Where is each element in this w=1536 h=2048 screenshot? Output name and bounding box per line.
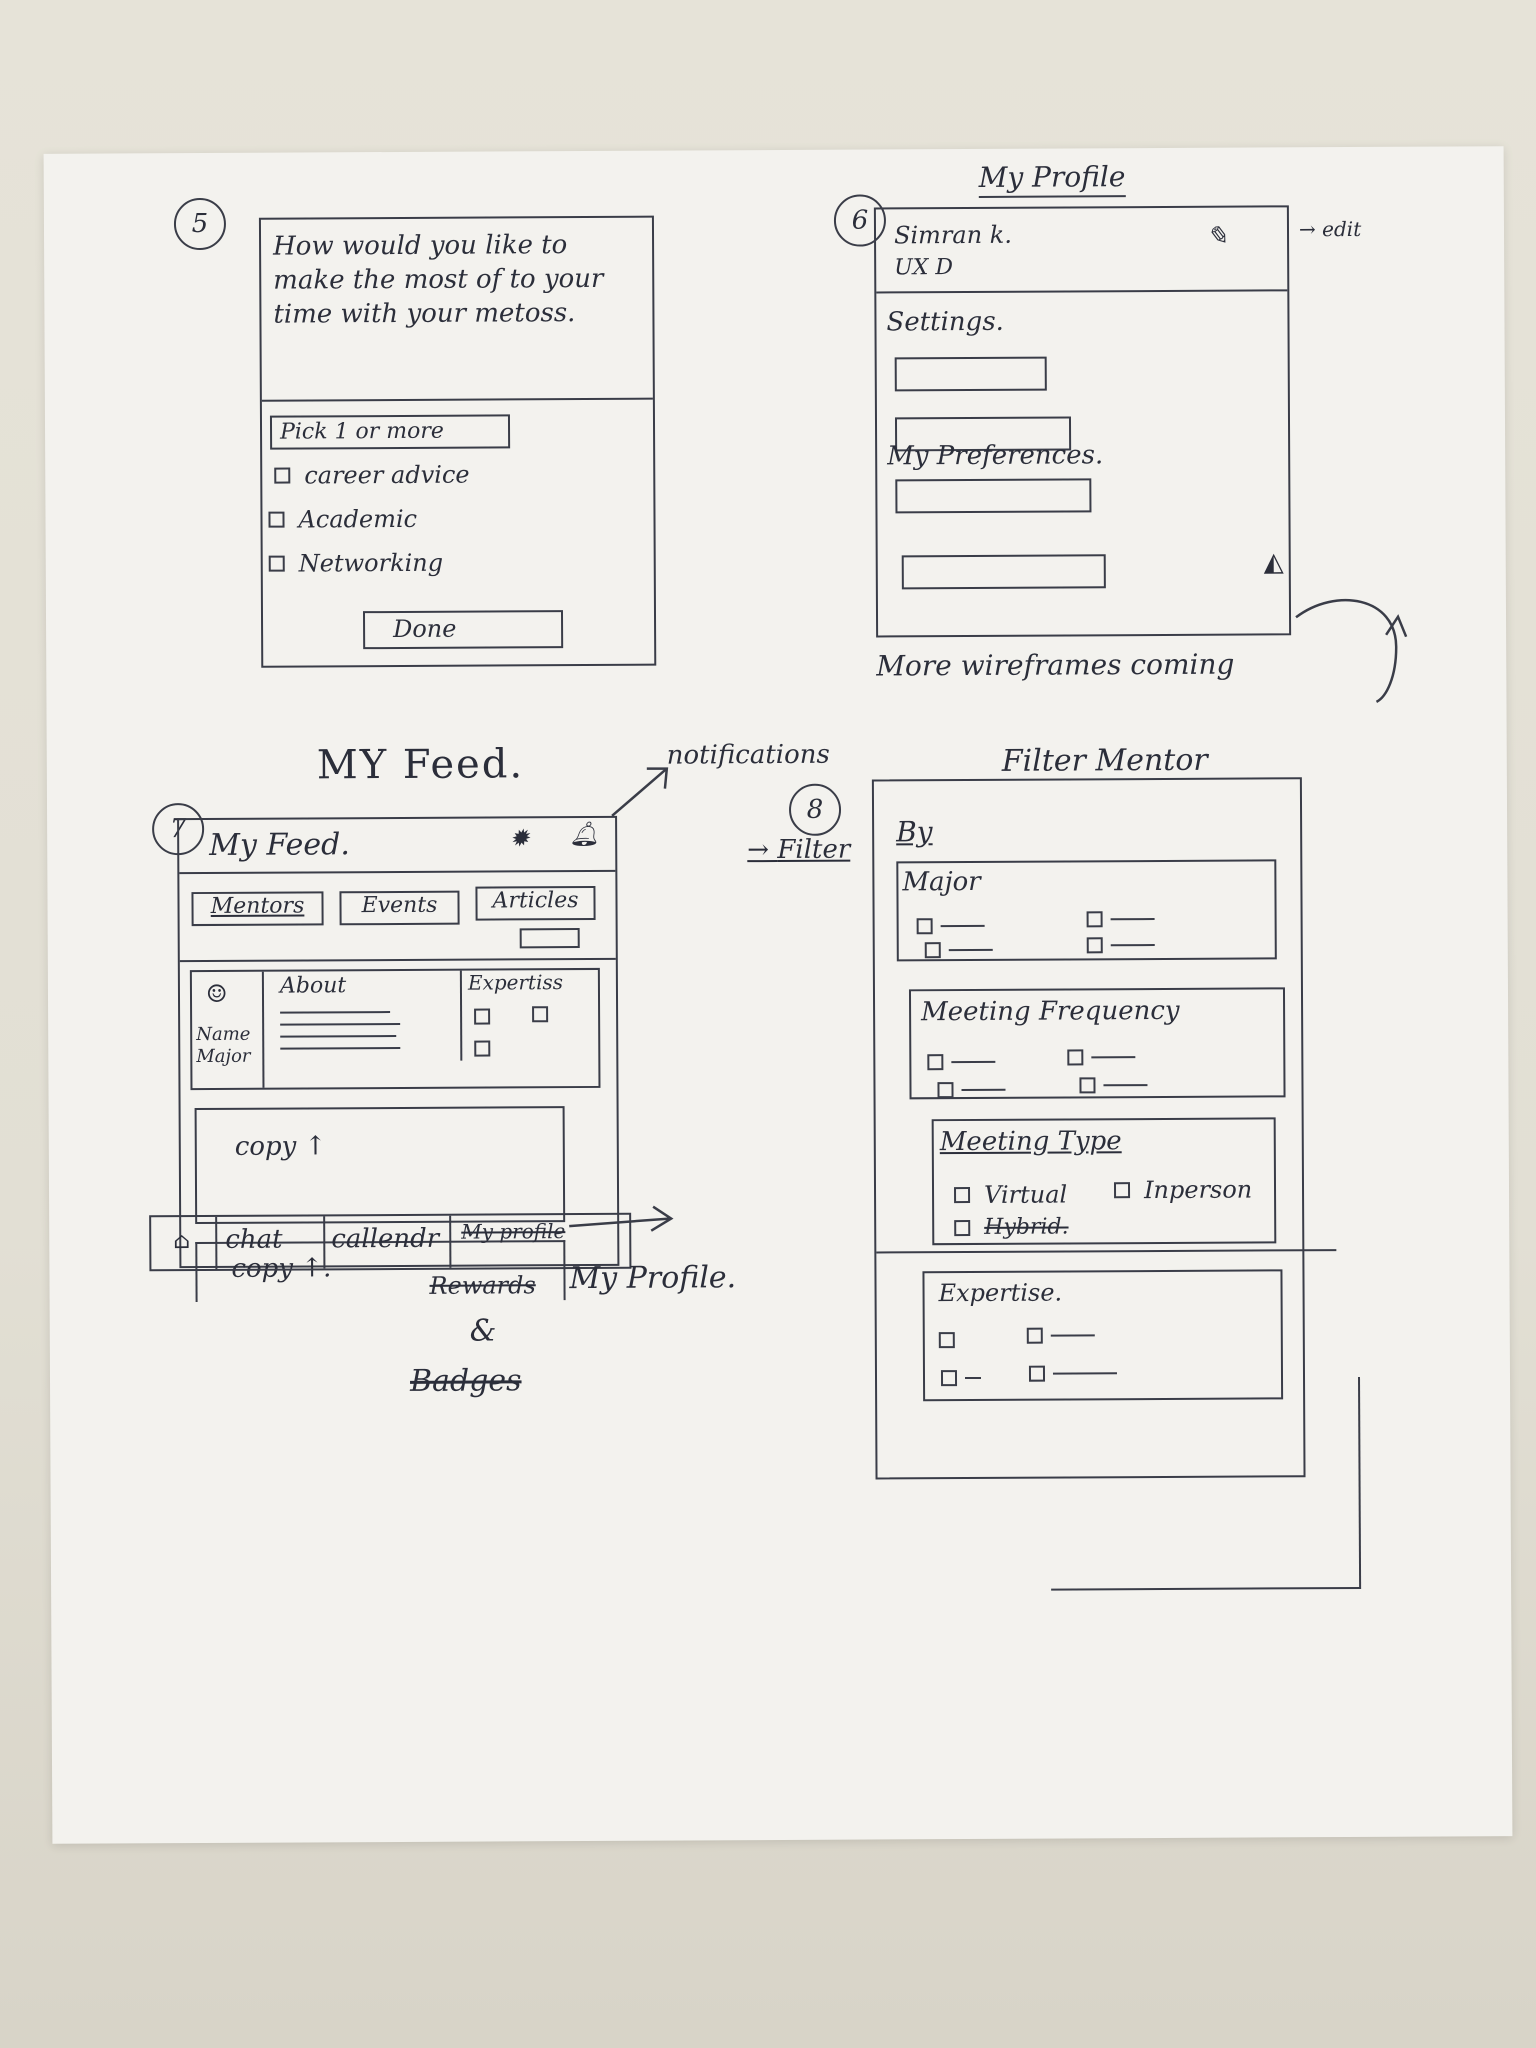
option-academic[interactable]: Academic [268,505,417,534]
arrow-icon [569,1205,674,1232]
option-hybrid[interactable]: Hybrid. [954,1214,1069,1240]
checkbox [474,1008,491,1025]
notifications-note: notifications [666,739,830,771]
major-option[interactable] [1086,908,1155,927]
profile-screen: Simran k. UX D ✎ Settings. My Preference… [873,205,1292,638]
onboarding-screen: How would you like to make the most of t… [258,215,657,668]
scribble-icon: ✹ [509,824,530,853]
filter-heading: Filter Mentor [1001,742,1208,779]
checkbox[interactable] [268,511,285,528]
tab-mentors[interactable]: Mentors [191,891,324,927]
pencil-icon[interactable]: ✎ [1205,221,1228,252]
feed-screen: My Feed. ✹ 🔔︎ Mentors Events Articles ☺ … [177,815,620,1303]
tab-events[interactable]: Events [339,890,460,926]
mentor-card[interactable]: ☺ Name Major About Expertiss [189,967,601,1091]
sketch-number-8: 8 [788,783,842,836]
mentor-major: Major [196,1045,251,1068]
major-section: Major [896,859,1277,962]
profile-role: UX D [894,255,954,281]
copy-card-1[interactable]: copy ↑ [194,1106,566,1225]
curved-arrow-icon [1295,598,1408,703]
preference-field-1[interactable] [895,478,1092,514]
nav-chat[interactable]: chat [225,1224,283,1255]
meeting-type-label: Meeting Type [939,1126,1122,1158]
arrow-icon [611,767,669,817]
option-inperson[interactable]: Inperson [1113,1176,1252,1205]
major-option[interactable] [1086,934,1155,953]
profile-name: Simran k. [893,220,1013,250]
major-label: Major [902,866,981,898]
onboarding-question: How would you like to make the most of t… [272,230,604,330]
copy-text-1: copy ↑ [234,1131,327,1162]
frequency-option[interactable] [927,1051,996,1070]
nav-calendar[interactable]: callendr [331,1223,440,1255]
expertise-option[interactable] [1026,1324,1095,1344]
preference-field-2[interactable] [901,554,1106,590]
badges-struck: Badges [409,1363,522,1399]
home-icon[interactable]: ⌂ [173,1229,191,1255]
pencil-corner-icon: ◭ [1263,547,1284,578]
feed-heading: MY Feed. [316,741,525,789]
profile-heading: My Profile [978,160,1126,198]
option-networking[interactable]: Networking [268,549,443,578]
checkbox [474,1040,491,1057]
preferences-label: My Preferences. [887,440,1104,472]
checkbox[interactable] [268,555,285,572]
frequency-option[interactable] [937,1079,1006,1098]
about-label: About [279,973,347,999]
feed-title: My Feed. [209,827,350,863]
settings-label: Settings. [886,306,1004,338]
major-option[interactable] [924,939,993,958]
done-button[interactable]: Done [362,610,564,650]
expertise-label: Expertiss [467,970,564,995]
my-profile-note: My Profile. [569,1260,737,1297]
expertise-option[interactable] [938,1329,963,1348]
filter-screen: By Major Meeting Frequency Meeting Type … [871,777,1337,1480]
more-wireframes-note: More wireframes coming [876,647,1235,683]
filter-note: → Filter [747,834,851,866]
option-virtual[interactable]: Virtual [954,1180,1067,1209]
sketch-number-5: 5 [173,197,227,251]
settings-field-1[interactable] [894,356,1047,392]
filter-button[interactable] [519,928,580,949]
frequency-option[interactable] [1079,1074,1148,1093]
paper-sheet: 5 How would you like to make the most of… [43,146,1513,1844]
frequency-section: Meeting Frequency [908,987,1286,1100]
expertise-option[interactable] [1028,1362,1117,1382]
by-label: By [896,815,933,849]
meeting-type-section: Meeting Type Virtual Inperson Hybrid. [931,1117,1277,1246]
rewards-struck: Rewards [429,1271,536,1300]
bell-icon[interactable]: 🔔︎ [569,819,600,849]
bottom-nav: ⌂ chat callendr My profile [149,1212,632,1272]
checkbox[interactable] [274,467,291,484]
major-option[interactable] [916,915,985,934]
ampersand: & [469,1313,497,1349]
checkbox [532,1006,549,1023]
mentor-name: Name [196,1023,251,1046]
nav-profile-struck[interactable]: My profile [461,1219,566,1244]
option-career[interactable]: career advice [274,461,470,490]
expertise-section-label: Expertise. [938,1278,1063,1308]
frequency-label: Meeting Frequency [921,995,1180,1028]
expertise-section: Expertise. [922,1269,1284,1402]
expertise-option[interactable] [940,1367,982,1386]
tab-articles[interactable]: Articles [475,885,596,921]
avatar-icon: ☺ [205,979,228,1008]
frequency-option[interactable] [1067,1046,1136,1065]
pick-label: Pick 1 or more [269,414,511,450]
edit-note: → edit [1298,216,1362,242]
